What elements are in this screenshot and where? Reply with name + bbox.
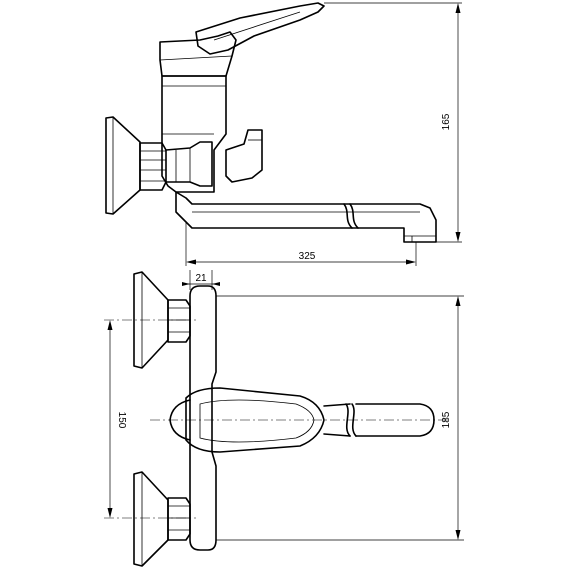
- dim-185-arrow-bottom: [455, 530, 461, 540]
- dim-150-label: 150: [116, 412, 127, 429]
- dim-165-label: 165: [441, 113, 452, 130]
- eccentric-connector: [165, 141, 213, 187]
- dim-325-label: 325: [299, 251, 316, 262]
- hex-nut-upper: [167, 299, 191, 343]
- front-elevation-view: 21 150 185: [104, 270, 464, 567]
- cartridge-cap: [159, 31, 237, 77]
- spout-front-break-2: [345, 403, 351, 437]
- diverter-knob: [225, 129, 263, 183]
- dim-150-arrow-top: [107, 320, 113, 330]
- cap-line: [159, 55, 233, 61]
- dim-185-arrow-top: [455, 296, 461, 306]
- dim-21-label: 21: [195, 273, 207, 284]
- hex-nut-lower: [167, 497, 191, 541]
- dim-21-arrow-left: [182, 282, 190, 286]
- spout-side: [175, 191, 437, 243]
- side-elevation-view: 165 325: [105, 2, 462, 266]
- spout-break-mark-2: [343, 203, 353, 229]
- dim-21-arrow-right: [212, 282, 220, 286]
- dim-325-arrow-left: [186, 259, 196, 265]
- mixer-body-side: [161, 75, 227, 193]
- wall-flange-side: [105, 116, 141, 215]
- dim-165-arrow-top: [455, 3, 461, 13]
- dim-165-arrow-bottom: [455, 232, 461, 242]
- spout-break-mark-1: [349, 203, 359, 229]
- dim-325-arrow-right: [406, 259, 416, 265]
- dim-185-label: 185: [441, 411, 452, 428]
- dim-150-arrow-bottom: [107, 508, 113, 518]
- lever-handle-front: [185, 387, 325, 453]
- handle-edge-line: [213, 11, 301, 41]
- lever-handle-inner: [199, 399, 315, 443]
- lever-handle-side: [195, 2, 325, 55]
- mixer-body-front: [189, 285, 217, 551]
- wall-flange-lower: [133, 471, 169, 567]
